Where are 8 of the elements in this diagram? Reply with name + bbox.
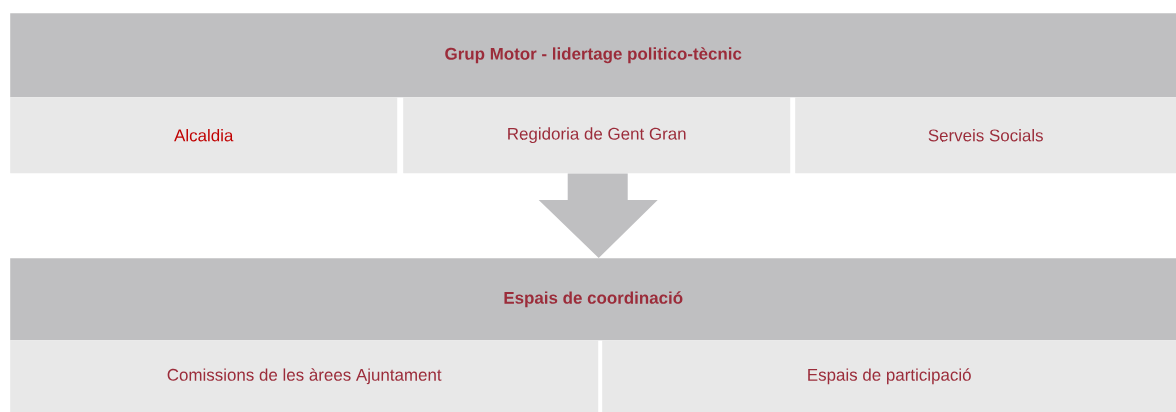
cell-box: Alcaldia bbox=[10, 97, 398, 174]
cell-box: Comissions de les àrees Ajuntament bbox=[10, 340, 599, 412]
cell-box: Regidoria de Gent Gran bbox=[403, 97, 791, 174]
cell-box: Serveis Socials bbox=[795, 97, 1176, 174]
heading-band: Grup Motor - lidertage politico-tècnic bbox=[10, 13, 1176, 98]
heading-band: Espais de coordinació bbox=[10, 258, 1176, 341]
block-arrow bbox=[538, 173, 658, 258]
cell-box: Espais de participació bbox=[602, 340, 1176, 412]
